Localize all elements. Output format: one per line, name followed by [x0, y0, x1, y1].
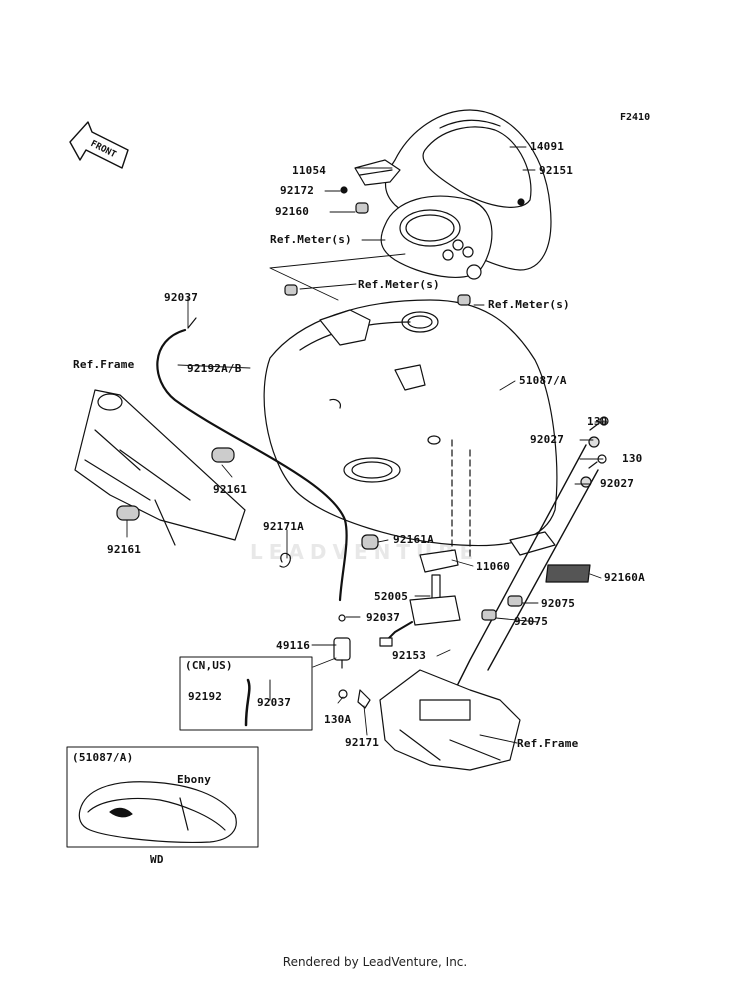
label-ref-meter-2: Ref.Meter(s)	[358, 278, 440, 291]
screw-92172	[340, 186, 348, 194]
frame-ref-right	[379, 669, 521, 771]
label-ref-meter-1: Ref.Meter(s)	[270, 233, 352, 246]
label-inset-51087a: (51087/A)	[72, 751, 134, 764]
label-92161-a: 92161	[213, 483, 248, 496]
tank-ebony-variant	[78, 781, 237, 843]
clip-92171a	[279, 552, 291, 568]
label-wd: WD	[150, 853, 164, 866]
bolt-130a	[338, 689, 348, 699]
meter-housing-part	[380, 195, 493, 280]
label-92153: 92153	[392, 649, 427, 662]
damper-92075-a	[507, 595, 523, 607]
fuel-tank-part	[263, 299, 558, 561]
label-92171a: 92171A	[263, 520, 304, 533]
grommet-ref-meter	[284, 284, 298, 296]
meter-cover-part	[385, 109, 552, 271]
label-92027-b: 92027	[600, 477, 635, 490]
label-ref-meter-3: Ref.Meter(s)	[488, 298, 570, 311]
leader-lines	[126, 146, 608, 744]
label-130-a: 130	[587, 415, 608, 428]
ebony-inset-box	[66, 746, 259, 848]
fuel-pump-part	[379, 549, 461, 647]
label-92160a: 92160A	[604, 571, 645, 584]
label-ebony: Ebony	[177, 773, 212, 786]
damper-92161-a	[211, 447, 235, 463]
frame-ref-left	[74, 389, 246, 546]
figure-code: F2410	[620, 112, 651, 123]
label-11060: 11060	[476, 560, 511, 573]
label-92192ab: 92192A/B	[187, 362, 242, 375]
label-92037-mid: 92037	[366, 611, 401, 624]
front-arrow-icon: FRONT	[69, 121, 129, 169]
label-92037-bot: 92037	[257, 696, 292, 709]
label-ref-frame-bot: Ref.Frame	[517, 737, 579, 750]
clamp-92037	[338, 614, 346, 622]
breather-hose	[156, 328, 348, 602]
grommet-92160	[355, 202, 369, 214]
label-92037-top: 92037	[164, 291, 199, 304]
bracket-part	[354, 159, 401, 186]
label-92160: 92160	[275, 205, 310, 218]
washer-92027-a	[588, 436, 600, 448]
clip-92171	[357, 689, 371, 709]
label-92161-b: 92161	[107, 543, 142, 556]
label-14091: 14091	[530, 140, 565, 153]
label-92027-a: 92027	[530, 433, 565, 446]
label-92192: 92192	[188, 690, 223, 703]
grommet-ref-meter-2	[457, 294, 471, 306]
bolt-130-b	[588, 454, 607, 469]
valve-49116	[333, 637, 351, 661]
damper-92075-b	[481, 609, 497, 621]
label-92172: 92172	[280, 184, 315, 197]
bolt-130-a	[589, 416, 609, 431]
label-92075-a: 92075	[541, 597, 576, 610]
label-52005: 52005	[374, 590, 409, 603]
damper-92161-b	[116, 505, 140, 521]
label-cn-us: (CN,US)	[185, 659, 233, 672]
label-92171: 92171	[345, 736, 380, 749]
label-92161a: 92161A	[393, 533, 434, 546]
label-49116: 49116	[276, 639, 311, 652]
label-11054: 11054	[292, 164, 327, 177]
damper-92161a	[361, 534, 379, 550]
pad-92160a	[545, 564, 591, 583]
label-130a: 130A	[324, 713, 352, 726]
label-92075-b: 92075	[514, 615, 549, 628]
label-ref-frame-top: Ref.Frame	[73, 358, 135, 371]
cn-us-inset-box	[179, 656, 313, 731]
label-51087a: 51087/A	[519, 374, 567, 387]
label-130-b: 130	[622, 452, 643, 465]
footer-credit: Rendered by LeadVenture, Inc.	[282, 955, 468, 969]
label-92151: 92151	[539, 164, 574, 177]
